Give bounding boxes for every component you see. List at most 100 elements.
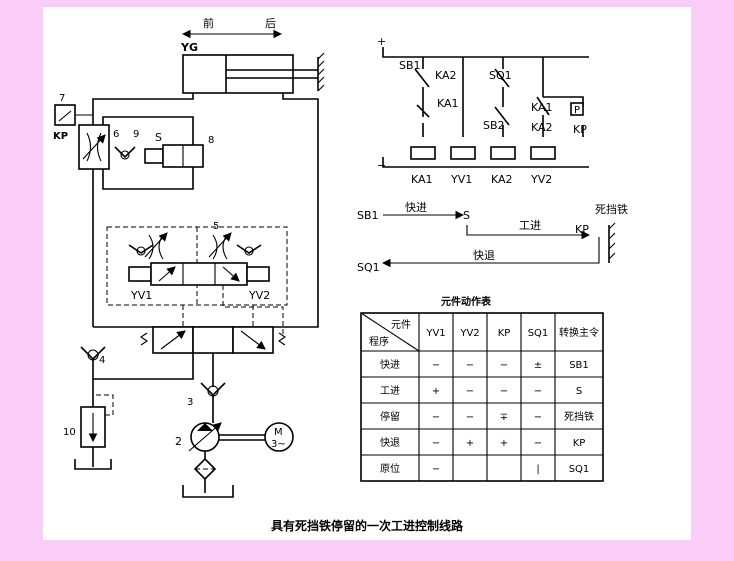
ka1-right-contact: [536, 96, 550, 116]
table-row-name: 停留: [380, 410, 400, 423]
sq1-label: SQ1: [489, 69, 512, 82]
table-cell: −: [466, 386, 474, 397]
table-header: YV2: [459, 328, 479, 339]
coil-label-ka2: KA2: [491, 173, 513, 186]
p-box-label: P: [574, 105, 580, 116]
table-cell: −: [534, 438, 542, 449]
direction-back-label: 后: [265, 17, 276, 30]
main-valve-right: [232, 326, 274, 354]
flow-work-feed: 工进: [519, 219, 541, 232]
table-corner-bottom: 程序: [369, 335, 389, 348]
flow-fast-return: 快退: [473, 249, 495, 262]
ka1-mid-label: KA1: [437, 97, 459, 110]
spring-right: [278, 332, 286, 346]
electrical-circuit: + − SB1 KA1 KA2 SQ1 SB2 KA1 KA2 P KP KA1…: [377, 35, 589, 186]
table-cell: −: [432, 360, 440, 371]
ka1-right-label: KA1: [531, 101, 553, 114]
table-cell: −: [466, 412, 474, 423]
item-10-label: 10: [63, 427, 76, 438]
item-4-label: 4: [99, 355, 105, 366]
diagram-frame: 前 后 YG 7 KP 6 9 S 8 5: [43, 7, 691, 540]
hydraulic-circuit: 前 后 YG 7 KP 6 9 S 8 5: [53, 16, 325, 498]
coil-label-yv2: YV2: [530, 173, 552, 186]
sq1-contact: [494, 68, 510, 88]
table-row-name: 快退: [380, 437, 400, 449]
bottom-rail: [382, 157, 589, 168]
pilot-arrow-2: [222, 266, 240, 282]
flow-sq1: SQ1: [357, 261, 380, 274]
minus-label: −: [377, 159, 386, 172]
item-2-label: 2: [175, 435, 182, 448]
check-left-ball: [136, 246, 146, 256]
yv1-solenoid: [128, 266, 152, 282]
cylinder-label: YG: [180, 41, 198, 54]
table-cell: SB1: [569, 360, 589, 371]
line-cap-side: [93, 93, 319, 328]
plus-label: +: [377, 35, 386, 48]
flow-fast-return-arrow: [381, 237, 600, 268]
pilot-valve-body: [150, 262, 248, 286]
ka1-coil: [410, 146, 436, 160]
wall-hatch: [317, 52, 325, 92]
table-cell: ±: [534, 360, 542, 371]
kp-label: KP: [53, 131, 68, 142]
throttle-left-arrow: [144, 232, 168, 258]
motor-label: M: [274, 427, 283, 438]
table-corner-top: 元件: [391, 319, 411, 331]
check-right-ball: [244, 246, 254, 256]
ka2-right-label: KA2: [531, 121, 553, 134]
pump-triangle: [197, 423, 213, 431]
throttle-right: [212, 234, 228, 260]
table-cell: |: [536, 464, 539, 475]
sb1-contact: [414, 68, 430, 88]
ka2-top-label: KA2: [435, 69, 457, 82]
table-cell: +: [500, 438, 508, 449]
direction-forward-label: 前: [203, 16, 214, 30]
ka1-contact: [416, 104, 430, 118]
valve-8-lines: [102, 116, 194, 190]
pump-adjust-arrow: [188, 422, 222, 452]
flow-kp: KP: [575, 223, 589, 236]
tank-1: [74, 459, 112, 470]
table-cell: −: [534, 386, 542, 397]
table-title: 元件动作表: [441, 295, 492, 308]
table-cell: SQ1: [569, 464, 590, 475]
spring-left: [140, 332, 148, 346]
valve-10-pilot: [93, 394, 114, 416]
table-header: KP: [498, 328, 511, 339]
table-cell: 死挡铁: [564, 410, 594, 423]
dead-stop-hatch: [608, 222, 616, 260]
flow-s: S: [463, 209, 470, 222]
table-cell: −: [432, 438, 440, 449]
item-3-label: 3: [187, 397, 193, 408]
table-row-name: 原位: [380, 462, 400, 475]
table-row-name: 快进: [380, 359, 400, 371]
table-cell: −: [466, 360, 474, 371]
item-8-label: 8: [208, 135, 214, 146]
table-cell: S: [576, 386, 582, 397]
motor-sub-label: 3~: [271, 439, 286, 450]
check-left: [128, 244, 154, 254]
rung-4-wire: [542, 57, 584, 137]
sb2-contact: [494, 106, 510, 126]
table-header: YV1: [425, 328, 445, 339]
main-valve-arrow-2: [240, 330, 266, 350]
yv2-coil: [530, 146, 556, 160]
check-valve-9-ball: [120, 150, 130, 160]
kp-right-label: KP: [573, 123, 587, 136]
table-header: SQ1: [528, 328, 549, 339]
yv2-label: YV2: [248, 289, 270, 302]
yv1-coil: [450, 146, 476, 160]
item-6-label: 6: [113, 129, 119, 140]
coil-label-yv1: YV1: [450, 173, 472, 186]
throttle-valve-6: [78, 124, 110, 170]
table-header: 转换主令: [559, 326, 599, 339]
pressure-switch-lever: [58, 110, 72, 122]
table-cell: −: [534, 412, 542, 423]
sb1-label: SB1: [399, 59, 421, 72]
circuit-diagram: 前 后 YG 7 KP 6 9 S 8 5: [53, 16, 628, 498]
table-cell: −: [432, 412, 440, 423]
s-label: S: [155, 131, 162, 144]
